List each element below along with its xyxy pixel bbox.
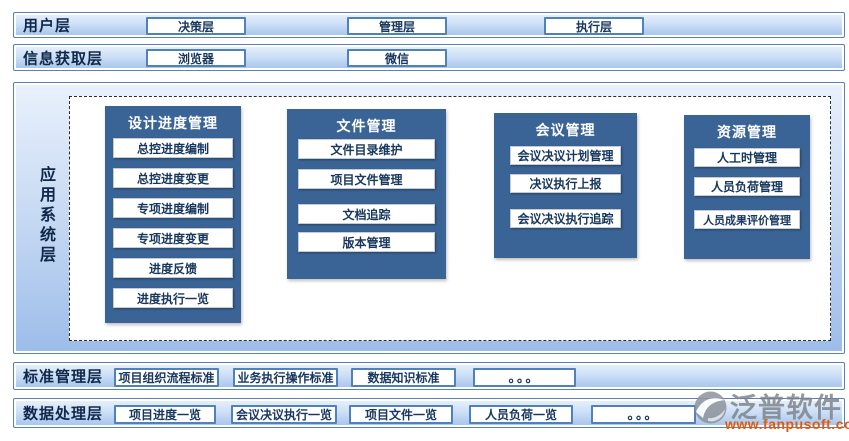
panel-title-meeting-management: 会议管理: [535, 122, 596, 138]
layer-bar-user: 用户层 决策层 管理层 执行层: [13, 12, 845, 38]
layer-app-system: 应用系统层 设计进度管理 总控进度编制 总控进度变更 专项进度编制 专项进度变更…: [13, 82, 845, 354]
layer-bar-standard: 标准管理层 项目组织流程标准 业务执行操作标准 数据知识标准 。。。: [13, 362, 845, 390]
node-execution-layer: 执行层: [544, 17, 644, 35]
node-meeting-resolution-overview: 会议决议执行一览: [231, 405, 337, 424]
node-wechat: 微信: [347, 49, 447, 67]
node-special-schedule-compile: 专项进度编制: [113, 198, 233, 218]
node-resolution-execution-report: 决议执行上报: [510, 174, 621, 193]
panel-file-management: 文件管理 文件目录维护 项目文件管理 文档追踪 版本管理: [287, 109, 446, 279]
node-progress-feedback: 进度反馈: [113, 258, 233, 278]
node-document-tracking: 文档追踪: [298, 204, 435, 224]
node-project-org-process-standard: 项目组织流程标准: [114, 368, 219, 387]
node-staff-load-management: 人员负荷管理: [694, 177, 800, 196]
node-project-file-overview: 项目文件一览: [349, 405, 453, 424]
node-special-schedule-change: 专项进度变更: [113, 228, 233, 248]
node-master-schedule-change: 总控进度变更: [113, 168, 233, 188]
node-project-progress-overview: 项目进度一览: [114, 405, 216, 424]
node-meeting-resolution-plan: 会议决议计划管理: [510, 146, 621, 165]
node-decision-layer: 决策层: [146, 17, 246, 35]
layer-label-user: 用户层: [23, 17, 72, 35]
node-file-directory-maintenance: 文件目录维护: [298, 139, 435, 159]
node-browser: 浏览器: [146, 49, 246, 67]
node-management-layer: 管理层: [347, 17, 447, 35]
node-master-schedule-compile: 总控进度编制: [113, 138, 233, 158]
panel-title-design-progress: 设计进度管理: [128, 115, 218, 131]
layer-label-app-system: 应用系统层: [37, 166, 54, 266]
panel-title-file-management: 文件管理: [336, 118, 397, 134]
panel-design-progress: 设计进度管理 总控进度编制 总控进度变更 专项进度编制 专项进度变更 进度反馈 …: [105, 106, 241, 323]
node-man-hour-management: 人工时管理: [694, 148, 800, 167]
node-business-operation-standard: 业务执行操作标准: [233, 368, 338, 387]
panel-title-resource-management: 资源管理: [717, 124, 777, 140]
layer-label-standard: 标准管理层: [23, 368, 104, 386]
node-standard-more: 。。。: [473, 368, 576, 387]
layer-label-data: 数据处理层: [23, 405, 104, 423]
node-progress-execution-overview: 进度执行一览: [113, 288, 233, 308]
node-data-knowledge-standard: 数据知识标准: [351, 368, 456, 387]
layer-label-info: 信息获取层: [23, 50, 104, 67]
node-version-management: 版本管理: [298, 232, 435, 252]
node-project-file-management: 项目文件管理: [298, 169, 435, 189]
panel-resource-management: 资源管理 人工时管理 人员负荷管理 人员成果评价管理: [684, 115, 810, 259]
node-staff-load-overview: 人员负荷一览: [469, 405, 573, 424]
layer-bar-data: 数据处理层 项目进度一览 会议决议执行一览 项目文件一览 人员负荷一览 。。。: [13, 398, 845, 428]
node-staff-result-evaluation: 人员成果评价管理: [694, 210, 800, 229]
panel-meeting-management: 会议管理 会议决议计划管理 决议执行上报 会议决议执行追踪: [494, 113, 637, 258]
layer-bar-info: 信息获取层 浏览器 微信: [13, 44, 845, 71]
node-data-more: 。。。: [591, 405, 696, 424]
node-meeting-resolution-tracking: 会议决议执行追踪: [510, 209, 621, 228]
